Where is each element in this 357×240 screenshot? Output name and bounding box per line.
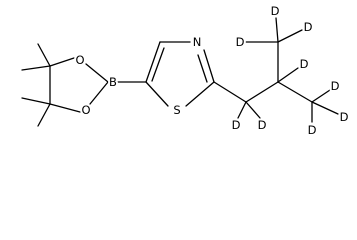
bond-b-o1 [85, 63, 109, 83]
bond-c1-me-up [37, 43, 51, 67]
bond-ch2-d-left [237, 101, 247, 119]
atom-b-label: B [109, 75, 117, 89]
bond-o2-c2 [49, 103, 81, 113]
atom-d-ch2-right-label: D [258, 118, 267, 132]
atom-s-label: S [173, 103, 180, 117]
bond-o1-c1 [49, 57, 75, 67]
bond-ch2-ch [245, 81, 279, 103]
atom-d-right-top-label: D [331, 79, 340, 93]
bond-c2-s [185, 81, 215, 107]
bond-c2-me-left [21, 97, 51, 105]
atom-d-top-label: D [271, 4, 280, 18]
bond-c1-me-left [21, 65, 51, 71]
atom-d-top-right-label: D [304, 20, 313, 34]
atom-labels: O O B N S D D D D D D D D D [73, 2, 350, 139]
bond-b-o2 [89, 81, 109, 105]
atom-d-methine-label: D [300, 57, 309, 71]
atom-d-ch2-left-label: D [232, 118, 241, 132]
atom-d-right-bottom-label: D [308, 123, 317, 137]
structure-diagram: O O B N S D D D D D D D D D [21, 2, 351, 139]
bond-c5-c4-inner [151, 47, 165, 82]
atom-d-right-end-label: D [340, 110, 349, 124]
bond-c2-ch2 [213, 81, 247, 103]
atom-o1-label: O [75, 53, 84, 67]
bond-n-c2 [203, 49, 215, 83]
bond-c2-me-down [37, 103, 51, 127]
bond-right-d-end [311, 101, 339, 115]
bond-ch-d [277, 67, 299, 83]
bond-s-c5 [145, 81, 169, 107]
bond-n-c2-inner [197, 54, 208, 83]
bond-ch2-d-right [245, 101, 261, 119]
bond-top-d-top [275, 17, 279, 43]
bond-c5-c4 [145, 41, 161, 83]
atom-n-label: N [193, 35, 202, 49]
bonds [21, 17, 339, 127]
bond-ch-cd3-right [277, 81, 313, 103]
atom-d-top-left-label: D [236, 35, 245, 49]
bond-right-d-top [311, 89, 331, 103]
atom-o2-label: O [81, 103, 90, 117]
bond-top-d-right [277, 29, 303, 43]
